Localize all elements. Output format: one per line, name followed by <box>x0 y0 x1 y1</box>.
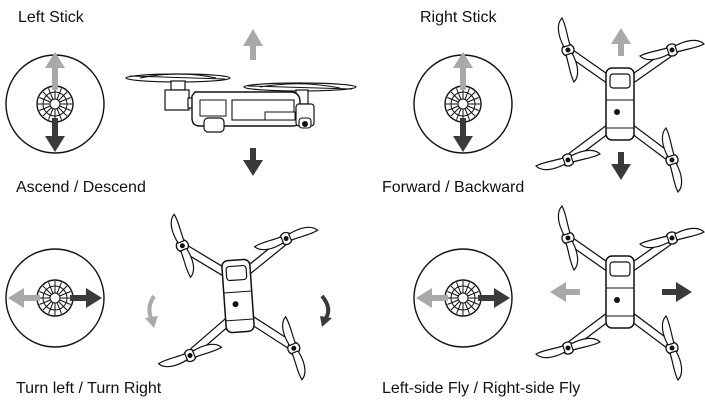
ascend-descend-caption: Ascend / Descend <box>16 179 146 196</box>
forward-arrow-icon <box>453 52 473 90</box>
left-arrow-icon <box>8 288 40 308</box>
drone-top-view-rotate <box>145 204 332 389</box>
right-arrow-icon <box>70 288 102 308</box>
fly-right-arrow-icon <box>662 282 692 302</box>
drone-top-view-side <box>536 206 704 380</box>
backward-arrow-icon <box>453 118 473 152</box>
forward-drone-arrow-icon <box>611 28 631 56</box>
down-arrow-icon <box>45 118 65 152</box>
rotate-left-arrow-icon <box>145 294 158 328</box>
right-stick-side-fly <box>413 248 513 348</box>
turn-caption: Turn left / Turn Right <box>16 380 162 397</box>
left-stick-turn <box>5 248 105 348</box>
left-stick-ascend-descend <box>5 52 105 154</box>
left-stick-header: Left Stick <box>18 9 84 26</box>
side-left-arrow-icon <box>416 288 448 308</box>
side-right-arrow-icon <box>478 288 510 308</box>
backward-drone-arrow-icon <box>611 152 631 180</box>
up-arrow-icon <box>45 52 65 90</box>
drone-top-view-forward <box>536 18 704 192</box>
drone-side-view <box>125 29 357 176</box>
fly-left-arrow-icon <box>550 282 580 302</box>
descend-arrow-icon <box>243 148 263 176</box>
forward-backward-caption: Forward / Backward <box>382 179 525 196</box>
right-stick-header: Right Stick <box>420 9 497 26</box>
side-fly-caption: Left-side Fly / Right-side Fly <box>382 380 581 397</box>
right-stick-forward-backward <box>413 52 513 154</box>
ascend-arrow-icon <box>243 29 263 60</box>
rotate-right-arrow-icon <box>320 294 332 327</box>
